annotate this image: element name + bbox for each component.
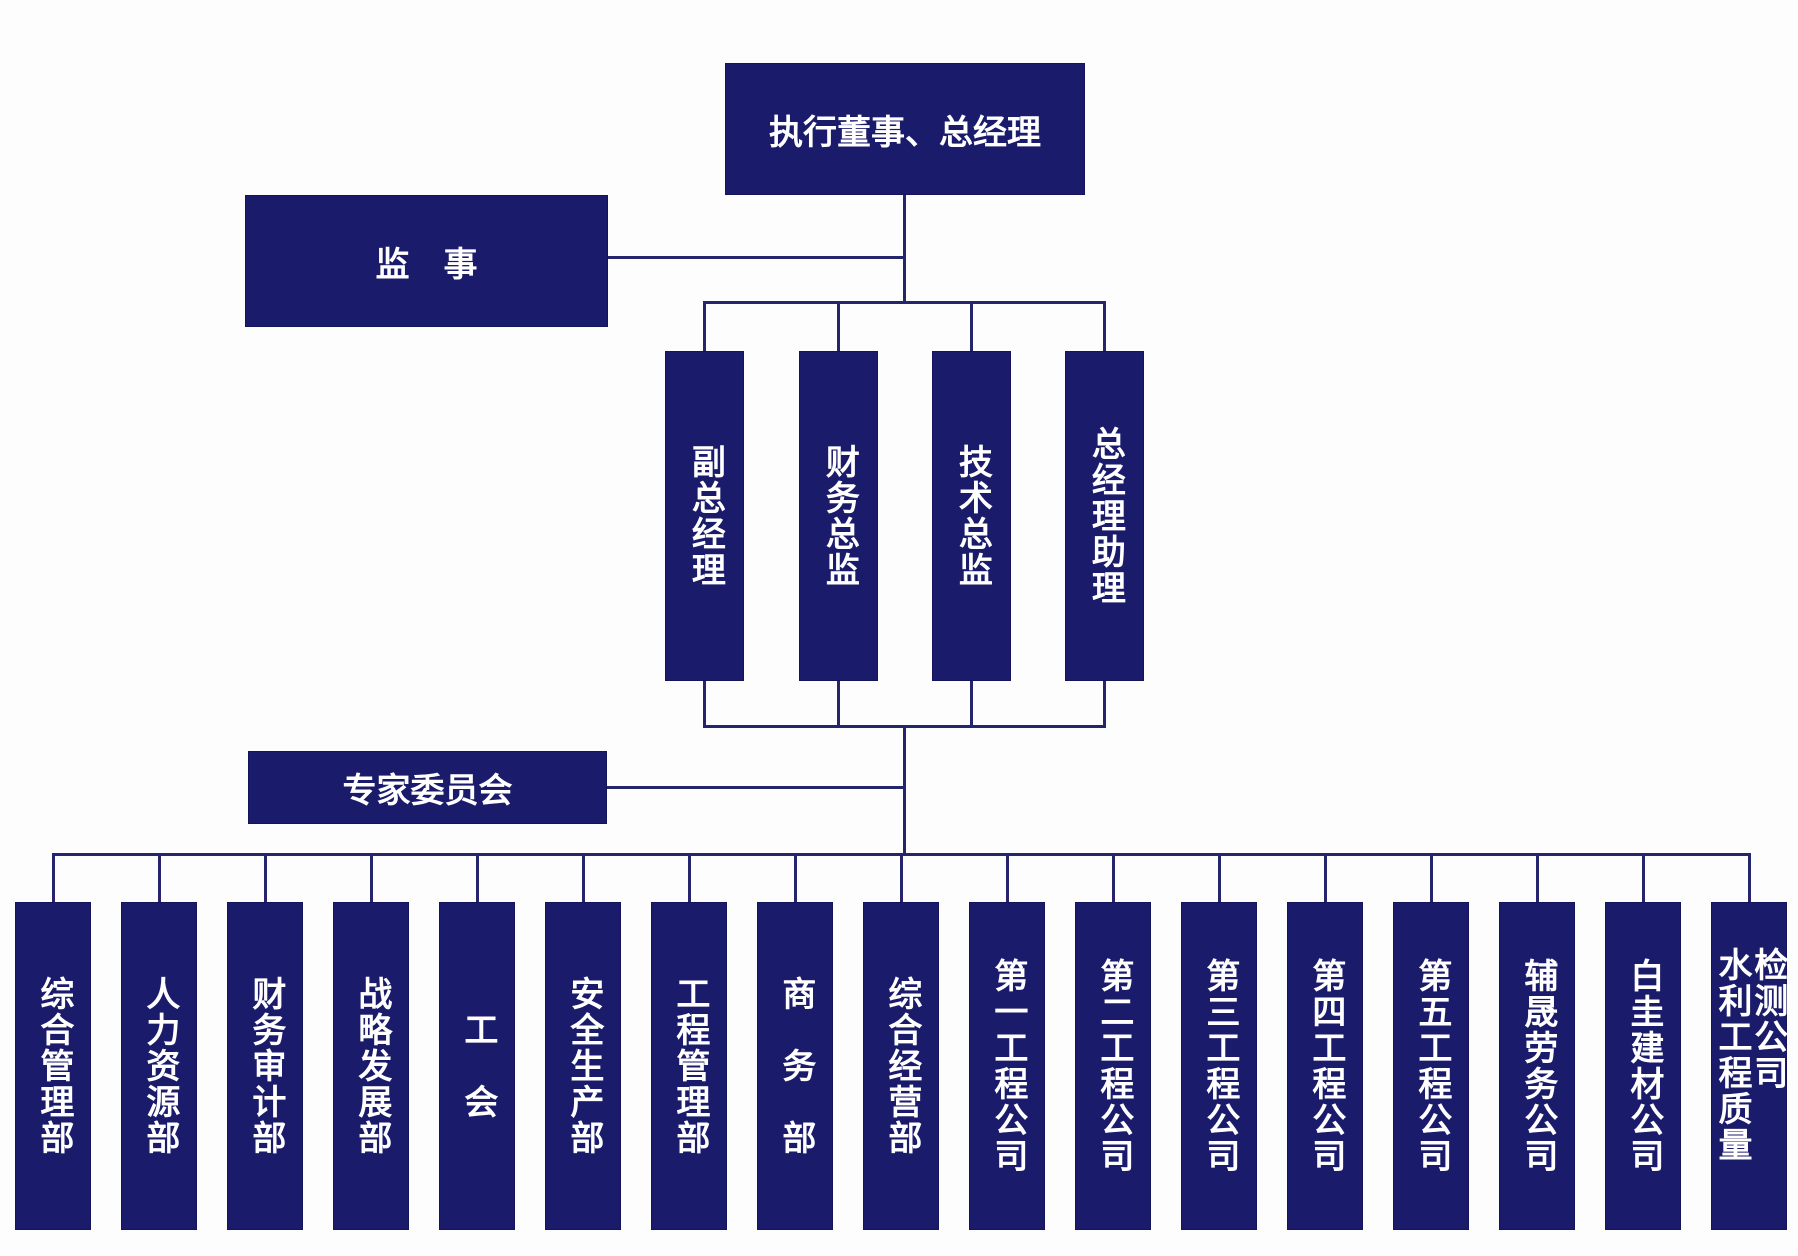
department-2-box: 财务审计部: [227, 902, 303, 1230]
connector: [1218, 854, 1221, 903]
connector: [837, 302, 840, 352]
department-1-label: 人力资源部: [139, 976, 180, 1156]
connector: [607, 786, 905, 789]
executive-2-box: 技术总监: [932, 351, 1011, 681]
department-4-label: 工 会: [457, 1012, 498, 1120]
executive-director-label: 执行董事、总经理: [769, 112, 1041, 153]
department-8-box: 综合经营部: [863, 902, 939, 1230]
executive-2-label: 技术总监: [952, 444, 993, 588]
connector: [476, 854, 479, 903]
executive-0-label: 副总经理: [685, 444, 726, 588]
connector: [903, 725, 906, 855]
connector: [900, 854, 903, 903]
executive-3-label: 总经理助理: [1085, 426, 1126, 606]
department-14-box: 辅晟劳务公司: [1499, 902, 1575, 1230]
department-15-label: 白圭建材公司: [1623, 958, 1664, 1174]
department-10-box: 第二工程公司: [1075, 902, 1151, 1230]
expert-committee-label: 专家委员会: [342, 771, 513, 811]
department-3-label: 战略发展部: [351, 976, 392, 1156]
executive-director-box: 执行董事、总经理: [725, 63, 1085, 195]
executive-1-label: 财务总监: [819, 444, 860, 588]
department-15-box: 白圭建材公司: [1605, 902, 1681, 1230]
department-7-label: 商 务 部: [775, 976, 816, 1156]
connector: [794, 854, 797, 903]
department-16-label: 水利工程质量检测公司: [1712, 947, 1788, 1163]
connector: [703, 302, 706, 352]
department-11-label: 第三工程公司: [1199, 958, 1240, 1174]
department-0-box: 综合管理部: [15, 902, 91, 1230]
department-13-box: 第五工程公司: [1393, 902, 1469, 1230]
department-5-box: 安全生产部: [545, 902, 621, 1230]
connector: [1748, 854, 1751, 903]
expert-committee-box: 专家委员会: [248, 751, 607, 824]
executive-0-box: 副总经理: [665, 351, 744, 681]
connector: [703, 680, 706, 727]
department-9-label: 第一工程公司: [987, 958, 1028, 1174]
connector: [1103, 680, 1106, 727]
connector: [970, 680, 973, 727]
department-16-box: 水利工程质量检测公司: [1711, 902, 1788, 1230]
department-9-box: 第一工程公司: [969, 902, 1045, 1230]
executive-3-box: 总经理助理: [1065, 351, 1144, 681]
connector: [1006, 854, 1009, 903]
department-6-label: 工程管理部: [669, 976, 710, 1156]
department-7-box: 商 务 部: [757, 902, 833, 1230]
connector: [1536, 854, 1539, 903]
connector: [158, 854, 161, 903]
department-6-box: 工程管理部: [651, 902, 727, 1230]
connector: [582, 854, 585, 903]
department-14-label: 辅晟劳务公司: [1517, 958, 1558, 1174]
connector: [1642, 854, 1645, 903]
department-1-box: 人力资源部: [121, 902, 197, 1230]
department-2-label: 财务审计部: [245, 976, 286, 1156]
executive-1-box: 财务总监: [799, 351, 878, 681]
connector: [970, 302, 973, 352]
connector: [1103, 302, 1106, 352]
department-3-box: 战略发展部: [333, 902, 409, 1230]
connector: [837, 680, 840, 727]
connector: [703, 301, 1106, 304]
connector: [52, 854, 55, 903]
department-8-label: 综合经营部: [881, 976, 922, 1156]
department-13-label: 第五工程公司: [1411, 958, 1452, 1174]
supervisor-box: 监 事: [245, 195, 608, 327]
connector: [608, 256, 905, 259]
department-11-box: 第三工程公司: [1181, 902, 1257, 1230]
department-4-box: 工 会: [439, 902, 515, 1230]
connector: [1430, 854, 1433, 903]
department-0-label: 综合管理部: [33, 976, 74, 1156]
department-5-label: 安全生产部: [563, 976, 604, 1156]
department-12-box: 第四工程公司: [1287, 902, 1363, 1230]
connector: [1324, 854, 1327, 903]
department-12-label: 第四工程公司: [1305, 958, 1346, 1174]
connector: [370, 854, 373, 903]
connector: [264, 854, 267, 903]
department-10-label: 第二工程公司: [1093, 958, 1134, 1174]
connector: [1112, 854, 1115, 903]
connector: [903, 195, 906, 303]
supervisor-label: 监 事: [375, 244, 478, 285]
connector: [688, 854, 691, 903]
